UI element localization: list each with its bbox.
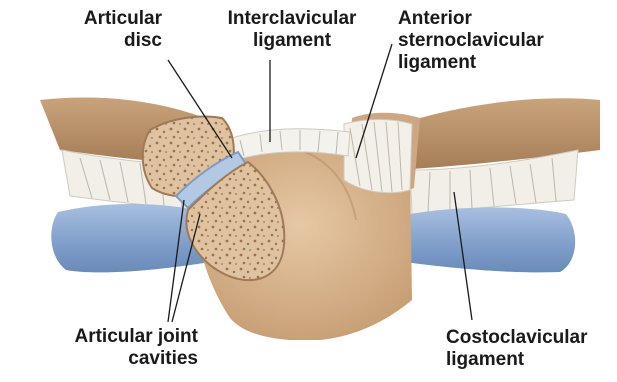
label-interclavicular-ligament: Interclavicular ligament	[204, 8, 380, 52]
label-costoclavicular-ligament: Costoclavicular ligament	[446, 327, 588, 371]
right-first-rib-cartilage	[400, 207, 575, 272]
label-anterior-sternoclavicular-ligament: Anterior sternoclavicular ligament	[398, 8, 544, 74]
label-articular-disc: Articular disc	[62, 8, 162, 52]
label-articular-joint-cavities: Articular joint cavities	[2, 326, 198, 370]
